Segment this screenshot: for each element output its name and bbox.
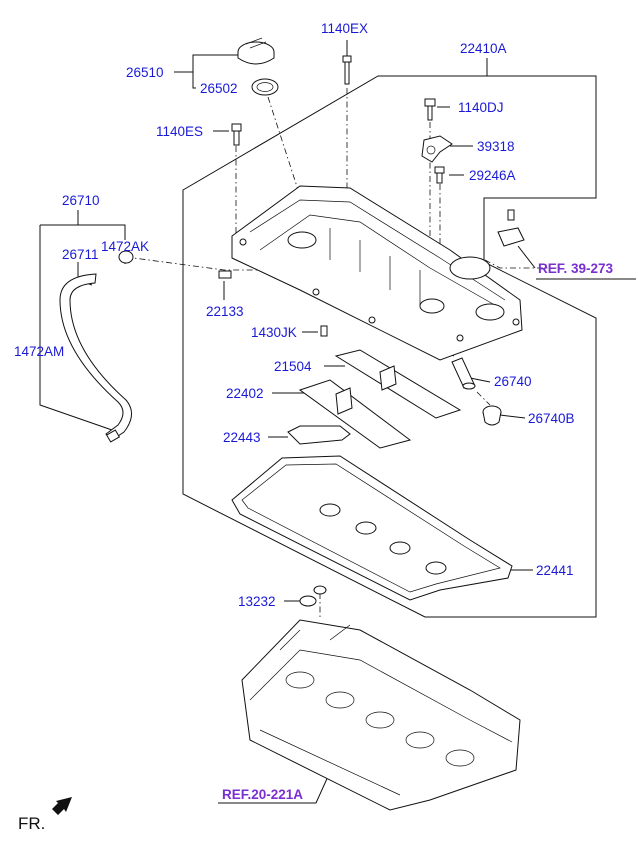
hose-end-1472AM: [105, 429, 121, 443]
label-22441[interactable]: 22441: [536, 563, 574, 578]
baffle-plate-21504: [334, 349, 462, 419]
label-26502[interactable]: 26502: [200, 81, 238, 96]
label-1140DJ[interactable]: 1140DJ: [458, 100, 504, 115]
head-cover-gasket-22441: [231, 455, 513, 601]
hose-clamp-1472AK: [118, 250, 134, 264]
sensor-39318: [421, 135, 453, 163]
label-26510[interactable]: 26510: [126, 65, 164, 80]
bolt-1140ES: [231, 123, 242, 146]
gasket-22443: [287, 425, 351, 445]
label-22443[interactable]: 22443: [223, 430, 261, 445]
label-29246A[interactable]: 29246A: [469, 168, 516, 183]
breather-hose: [59, 273, 132, 441]
bolt-1140EX: [342, 55, 352, 85]
front-label: FR.: [18, 814, 45, 833]
label-1472AK[interactable]: 1472AK: [101, 239, 149, 254]
label-1472AM[interactable]: 1472AM: [14, 344, 64, 359]
label-26711[interactable]: 26711: [62, 247, 99, 262]
bolt-1140DJ: [424, 98, 436, 121]
seal-13232: [299, 585, 327, 607]
part-labels: 26510 26502 1140EX 22410A 1140DJ 1140ES …: [14, 21, 636, 833]
bolt-29246A: [434, 166, 445, 184]
label-26710[interactable]: 26710: [62, 193, 100, 208]
spark-plug-tube-26740: [451, 357, 476, 390]
label-22410A[interactable]: 22410A: [460, 41, 507, 56]
pin-1430JK: [320, 325, 328, 337]
ref-39-273[interactable]: REF. 39-273: [538, 261, 614, 276]
filler-cap-seal: [251, 78, 279, 96]
baffle-plate-22402: [298, 379, 412, 449]
label-21504[interactable]: 21504: [274, 359, 312, 374]
label-26740[interactable]: 26740: [494, 374, 532, 389]
oil-filler-cap: [237, 37, 275, 65]
label-22133[interactable]: 22133: [206, 304, 244, 319]
label-39318[interactable]: 39318: [477, 139, 515, 154]
cylinder-head: [241, 619, 521, 811]
seal-26740B: [482, 405, 502, 426]
label-1140EX[interactable]: 1140EX: [321, 21, 368, 36]
connector-ref-39-273: [497, 209, 525, 247]
cylinder-head-cover: [231, 185, 523, 361]
label-1140ES[interactable]: 1140ES: [156, 124, 203, 139]
label-1430JK[interactable]: 1430JK: [251, 325, 297, 340]
label-26740B[interactable]: 26740B: [528, 411, 575, 426]
front-direction-arrow: [52, 797, 72, 815]
label-22402[interactable]: 22402: [226, 386, 264, 401]
pcv-valve-22133: [218, 270, 232, 279]
label-13232[interactable]: 13232: [238, 594, 276, 609]
ref-20-221A[interactable]: REF.20-221A: [222, 787, 303, 802]
